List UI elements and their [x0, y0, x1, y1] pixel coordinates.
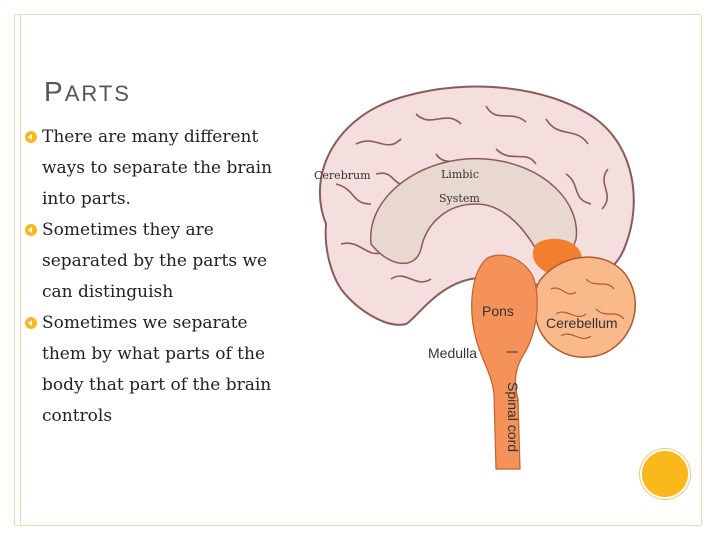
brainstem-shape — [471, 254, 538, 470]
label-pons: Pons — [482, 303, 514, 319]
bullet-list: There are many different ways to separat… — [24, 122, 289, 432]
label-spinal-cord: Spinal cord — [505, 382, 521, 452]
label-cerebrum: Cerebrum — [314, 169, 371, 182]
bullet-icon — [25, 317, 37, 329]
label-medulla: Medulla — [428, 345, 477, 361]
cerebellum-shape — [533, 256, 636, 358]
slide-title: PARTS — [44, 76, 131, 107]
bullet-icon — [25, 224, 37, 236]
cerebellum-folds — [550, 278, 625, 339]
slide-frame — [14, 14, 702, 526]
bullet-item: Sometimes they are separated by the part… — [24, 215, 289, 308]
label-limbic-2: System — [439, 192, 480, 205]
accent-circle — [640, 449, 690, 499]
label-cerebellum: Cerebellum — [546, 315, 618, 331]
bullet-icon — [25, 131, 37, 143]
label-limbic-1: Limbic — [441, 168, 479, 181]
bullet-item: There are many different ways to separat… — [24, 122, 289, 215]
slide-frame-rule — [20, 14, 21, 526]
bullet-item: Sometimes we separate them by what parts… — [24, 308, 289, 432]
brain-diagram: Cerebrum Limbic System Pons Cerebellum M… — [314, 85, 636, 470]
